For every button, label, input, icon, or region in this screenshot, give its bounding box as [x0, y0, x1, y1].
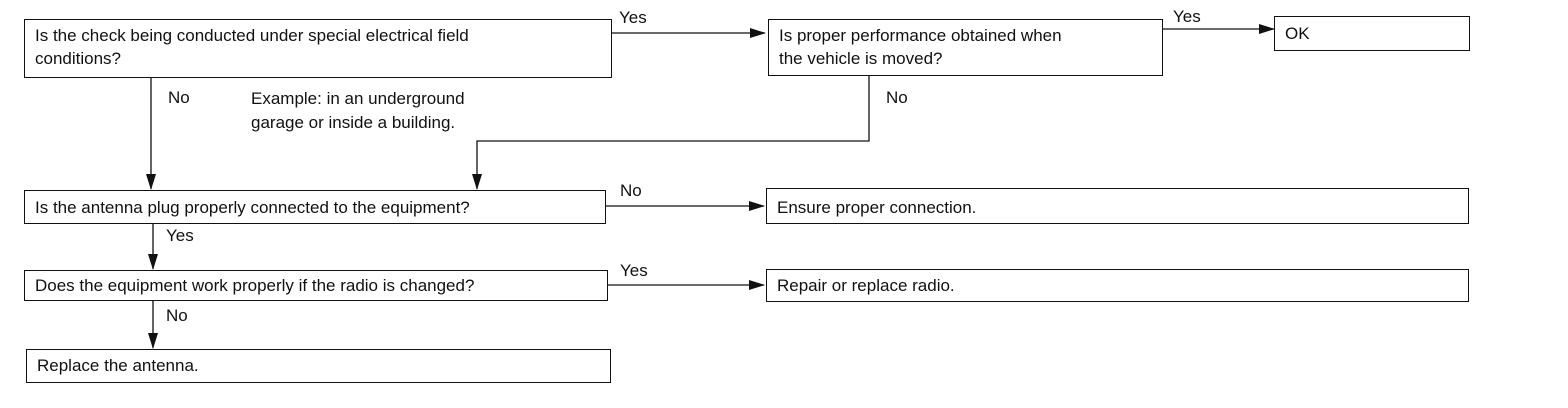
question-special-field-box: Is the check being conducted under speci… [24, 19, 612, 78]
result-ensure-connection-box: Ensure proper connection. [766, 188, 1469, 224]
question-radio-changed-box: Does the equipment work properly if the … [24, 270, 608, 301]
label-special-yes: Yes [619, 8, 647, 27]
question-vehicle-moved-box: Is proper performance obtained when the … [768, 19, 1163, 76]
label-radio-yes: Yes [620, 261, 648, 280]
question-antenna-plug-box: Is the antenna plug properly connected t… [24, 190, 606, 224]
label-plug-no: No [620, 181, 642, 200]
result-replace-antenna-box: Replace the antenna. [26, 349, 611, 383]
result-repair-radio-box: Repair or replace radio. [766, 269, 1469, 302]
label-moved-yes: Yes [1173, 7, 1201, 26]
arrow-moved-no [472, 75, 870, 190]
result-ok-box: OK [1274, 16, 1470, 51]
example-note: Example: in an underground garage or ins… [251, 89, 465, 132]
label-moved-no: No [886, 88, 908, 107]
label-plug-yes: Yes [166, 226, 194, 245]
label-radio-no: No [166, 306, 188, 325]
label-special-no: No [168, 88, 190, 107]
